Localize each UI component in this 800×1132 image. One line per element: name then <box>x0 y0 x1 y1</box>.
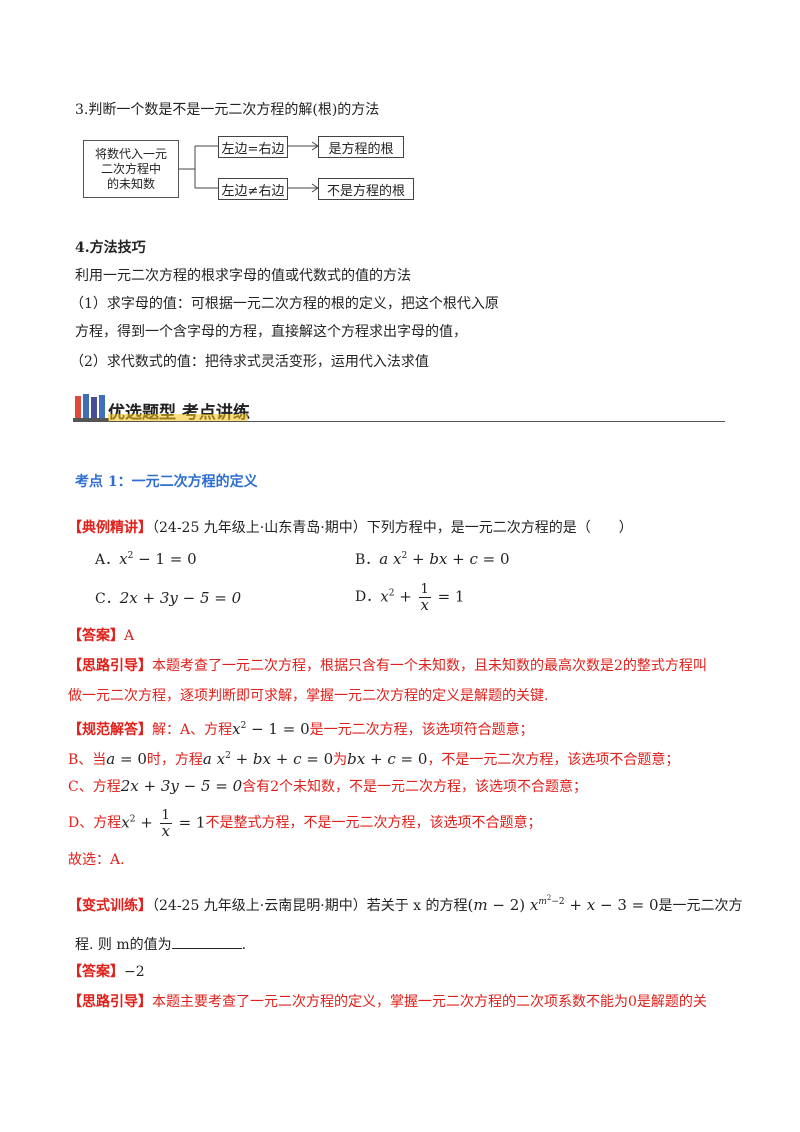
variant-line2-start: 程. 则 m的值为 <box>75 937 172 953</box>
banner-rule <box>73 421 725 422</box>
solution-text: ，不是一元二次方程，该选项不合题意； <box>427 752 680 768</box>
section4-line: 利用一元二次方程的根求字母的值或代数式的值的方法 <box>75 268 411 284</box>
example-hint-line1: 【思路引导】本题考查了一元二次方程，根据只含有一个未知数，且未知数的最高次数是2… <box>68 656 707 676</box>
section4-title: 4.方法技巧 <box>75 240 146 256</box>
example-answer: 【答案】A <box>68 626 134 646</box>
option-label: B． <box>355 552 380 568</box>
books-icon <box>73 394 109 421</box>
option-b-formula: a x2 + bx + c = 0 <box>379 550 510 568</box>
solution-line-a: 【规范解答】解：A、方程x2 − 1 = 0是一元二次方程，该选项符合题意； <box>68 716 534 740</box>
solution-text: 是一元二次方程，该选项符合题意； <box>309 722 534 738</box>
option-label: A． <box>95 552 120 568</box>
example-hint-line2: 做一元二次方程，逐项判断即可求解，掌握一元二次方程的定义是解题的关键. <box>68 688 549 704</box>
diagram-source-line: 的未知数 <box>106 176 155 191</box>
banner-highlight <box>108 414 248 422</box>
diagram-cond-not-equal: 左边≠右边 <box>218 178 288 200</box>
diagram-source-line: 二次方程中 <box>100 161 161 176</box>
solution-text: 解：A、方程 <box>152 722 233 738</box>
answer-tag: 【答案】 <box>68 628 124 644</box>
option-label: D． <box>355 589 381 605</box>
solution-formula: bx + c = 0 <box>347 750 428 768</box>
variant-hint: 【思路引导】本题主要考查了一元二次方程的定义，掌握一元二次方程的二次项系数不能为… <box>68 992 707 1012</box>
variant-line2-end: . <box>241 937 247 953</box>
example-question: 【典例精讲】（24-25 九年级上·山东青岛·期中）下列方程中，是一元二次方程的… <box>68 518 633 538</box>
diagram-result-not-root: 不是方程的根 <box>318 178 414 200</box>
answer-value: −2 <box>124 964 145 980</box>
hint-tag: 【思路引导】 <box>68 658 152 674</box>
option-label: C． <box>95 591 120 607</box>
hint-text: 本题主要考查了一元二次方程的定义，掌握一元二次方程的二次项系数不能为0是解题的关 <box>152 994 707 1010</box>
section4-line: 方程，得到一个含字母的方程，直接解这个方程求出字母的值， <box>75 324 467 340</box>
answer-value: A <box>124 628 135 644</box>
solution-tag: 【规范解答】 <box>68 722 152 738</box>
diagram-result-root: 是方程的根 <box>318 136 404 158</box>
variant-answer: 【答案】−2 <box>68 962 145 982</box>
section3-title: 3.判断一个数是不是一元二次方程的解(根)的方法 <box>75 102 380 118</box>
solution-line-b: B、当a = 0时，方程a x2 + bx + c = 0为bx + c = 0… <box>68 746 679 770</box>
kaodian-title: 考点 1：一元二次方程的定义 <box>75 474 258 490</box>
solution-formula: x2 − 1 = 0 <box>232 720 310 738</box>
option-c-formula: 2x + 3y − 5 = 0 <box>119 589 242 607</box>
solution-text: 为 <box>333 752 348 768</box>
option-a-formula: x2 − 1 = 0 <box>119 550 197 568</box>
option-c: C．2x + 3y − 5 = 0 <box>95 588 241 609</box>
solution-text: 时，方程 <box>146 752 203 768</box>
solution-formula: 2x + 3y − 5 = 0 <box>120 777 243 795</box>
example-source: （24-25 九年级上·山东青岛·期中）下列方程中，是一元二次方程的是（ ） <box>152 520 633 536</box>
solution-formula: a = 0 <box>106 750 147 768</box>
solution-formula: a x2 + bx + c = 0 <box>202 750 334 768</box>
solution-text: C、方程 <box>68 779 121 795</box>
variant-source: （24-25 九年级上·云南昆明·期中）若关于 x 的方程 <box>152 898 468 914</box>
example-tag: 【典例精讲】 <box>68 520 152 536</box>
solution-final: 故选：A. <box>68 852 125 868</box>
hint-text: 本题考查了一元二次方程，根据只含有一个未知数，且未知数的最高次数是2的整式方程叫 <box>152 658 707 674</box>
section4-line: （2）求代数式的值：把待求式灵活变形，运用代入法求值 <box>70 354 429 370</box>
variant-tag: 【变式训练】 <box>68 898 152 914</box>
option-a: A．x2 − 1 = 0 <box>95 546 197 570</box>
answer-blank[interactable] <box>171 934 242 949</box>
variant-question: 【变式训练】（24-25 九年级上·云南昆明·期中）若关于 x 的方程(m − … <box>68 888 743 916</box>
solution-text: D、方程 <box>68 815 122 831</box>
option-b: B．a x2 + bx + c = 0 <box>355 546 510 570</box>
variant-formula: (m − 2) xm2−2 + x − 3 = 0 <box>467 894 659 914</box>
hint-tag: 【思路引导】 <box>68 994 152 1010</box>
solution-text: B、当 <box>68 752 107 768</box>
diagram-source-line: 将数代入一元 <box>94 146 167 161</box>
diagram-cond-equal: 左边=右边 <box>218 136 288 158</box>
variant-line2: 程. 则 m的值为. <box>75 934 246 955</box>
solution-text: 不是整式方程，不是一元二次方程，该选项不合题意； <box>205 815 542 831</box>
answer-tag: 【答案】 <box>68 964 124 980</box>
section4-line: （1）求字母的值：可根据一元二次方程的根的定义，把这个根代入原 <box>70 296 499 312</box>
solution-text: 含有2个未知数，不是一元二次方程，该选项不合题意； <box>242 779 588 795</box>
solution-line-c: C、方程2x + 3y − 5 = 0含有2个未知数，不是一元二次方程，该选项不… <box>68 776 587 797</box>
variant-source-end: 是一元二次方 <box>658 898 743 914</box>
diagram-source-box: 将数代入一元 二次方程中 的未知数 <box>83 140 179 198</box>
